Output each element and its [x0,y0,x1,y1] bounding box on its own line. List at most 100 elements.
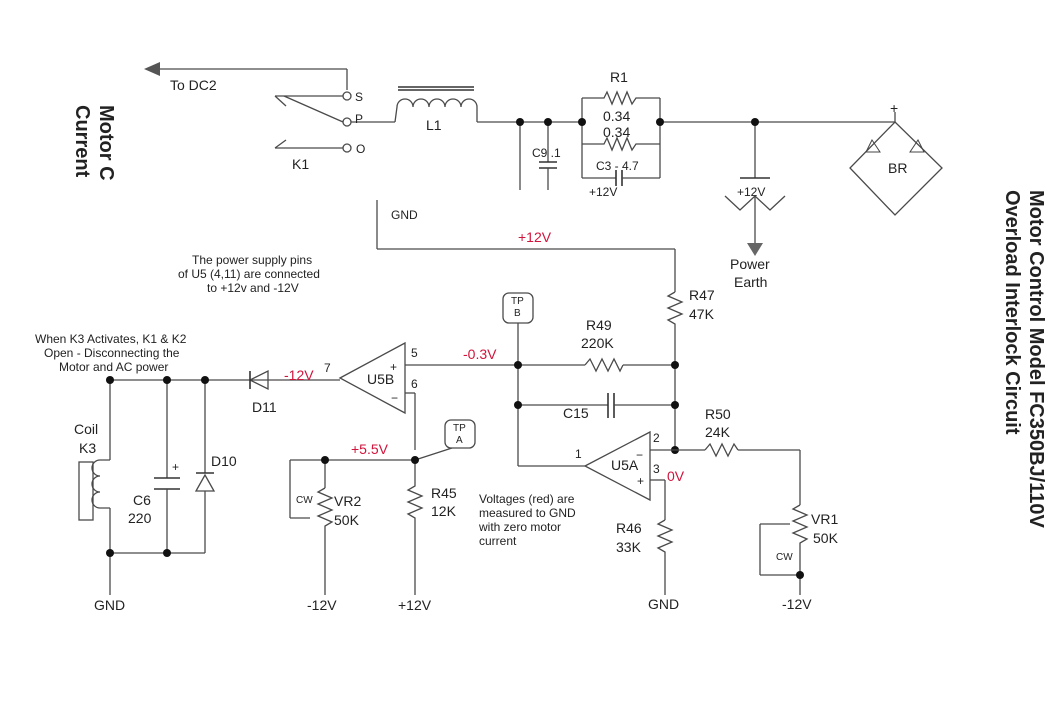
note-supply-1: The power supply pins [192,253,312,267]
l1-label: L1 [426,117,442,133]
vr2-label: VR2 [334,493,361,509]
c6-label: C6 [133,492,151,508]
coil-label: Coil [74,421,98,437]
r49-label: R49 [586,317,612,333]
plus12-small-label: +12V [589,185,617,199]
gnd-mid-label: GND [648,596,679,612]
power-earth-label-1: Power [730,256,770,272]
to-dc2-label: To DC2 [170,77,217,93]
opamp-u5a [518,430,675,520]
power-earth-symbol [724,122,786,256]
plus12-cut-label: +12V [737,185,765,199]
d11-label: D11 [252,399,277,415]
note-voltages-4: current [479,534,517,548]
minus12-a-label: -12V [307,597,337,613]
minus12-c-label: -12V [782,596,812,612]
note-k3-3: Motor and AC power [59,360,168,374]
vr1-label: VR1 [811,511,838,527]
u5b-label: U5B [367,371,394,387]
pin1-label: 1 [575,447,582,461]
resistor-r50 [675,442,801,505]
inductor-l1 [394,86,580,123]
gnd-top-label: GND [391,208,418,222]
r49-value: 220K [581,335,614,351]
diode-d10 [194,380,216,553]
title-right: Motor Control Model FC350BJ/110V Overloa… [1001,190,1047,528]
note-k3-1: When K3 Activates, K1 & K2 [35,332,187,346]
capacitor-c6 [154,380,180,553]
divider-network [289,459,424,595]
note-supply-2: of U5 (4,11) are connected [178,267,320,281]
svg-text:Motor Control Model FC350BJ/11: Motor Control Model FC350BJ/110V [1025,190,1047,528]
u5b-plus: + [390,360,397,374]
relay-o-label: O [356,142,365,156]
pin5-label: 5 [411,346,418,360]
k3-label: K3 [79,440,96,456]
note-voltages-2: measured to GND [479,506,576,520]
br-label: BR [888,160,907,176]
pin6-label: 6 [411,377,418,391]
title-fragment-left: Motor C Current [71,105,117,181]
c9-label: C9 .1 [532,146,561,160]
u5b-minus: − [391,391,398,405]
r1-value-a: 0.34 [603,108,630,124]
test-point-b [502,292,534,365]
vr1-value: 50K [813,530,839,546]
v-minus03: -0.3V [463,346,497,362]
k1-label: K1 [292,156,309,172]
r45-label: R45 [431,485,457,501]
v-plus12: +12V [518,229,552,245]
svg-text:Current: Current [71,105,93,178]
c6-plus: + [172,460,179,474]
r1-value-b: 0.34 [603,124,630,140]
capacitor-c9 [519,122,557,190]
r47-label: R47 [689,287,715,303]
u5a-label: U5A [611,457,639,473]
plus12-b-label: +12V [398,597,432,613]
opamp-u5b [270,341,518,450]
resistor-r49 [518,357,675,373]
r46-label: R46 [616,520,642,536]
d10-label: D10 [211,453,237,469]
potentiometer-vr1 [759,504,809,595]
svg-text:Motor C: Motor C [95,105,117,181]
relay-s-label: S [355,90,363,104]
diode-d11 [110,369,270,391]
r1-label: R1 [610,69,628,85]
resistor-r47 [666,291,684,365]
bridge-rectifier-br [849,112,943,216]
note-k3-2: Open - Disconnecting the [44,346,180,360]
r50-label: R50 [705,406,731,422]
note-supply-3: to +12v and -12V [207,281,299,295]
cw-vr1-label: CW [776,552,793,563]
r45-value: 12K [431,503,457,519]
relay-k1-switch [274,91,395,153]
u5a-minus: − [636,448,643,462]
c3-label: C3 - 4.7 [596,159,639,173]
note-voltages-1: Voltages (red) are [479,492,575,506]
v-zero: 0V [667,468,685,484]
to-dc2-arrow [144,62,348,90]
c15-label: C15 [563,405,589,421]
svg-text:Overload Interlock Circuit: Overload Interlock Circuit [1001,190,1023,435]
r47-value: 47K [689,306,715,322]
tpb-label-2: B [514,308,521,319]
coil-k3 [78,380,111,553]
u5a-plus: + [637,474,644,488]
br-plus-label: + [890,100,898,116]
cw-vr2-label: CW [296,495,313,506]
v-minus12: -12V [284,367,314,383]
test-point-a [414,419,476,461]
resistor-r1-network [581,90,895,186]
power-earth-label-2: Earth [734,274,767,290]
capacitor-c15 [517,365,676,466]
gnd-left-label: GND [94,597,125,613]
c6-value: 220 [128,510,152,526]
tpa-label-2: A [456,435,463,446]
tpa-label-1: TP [453,423,466,434]
pin3-label: 3 [653,462,660,476]
note-voltages-3: with zero motor [478,520,561,534]
pin2-label: 2 [653,431,660,445]
